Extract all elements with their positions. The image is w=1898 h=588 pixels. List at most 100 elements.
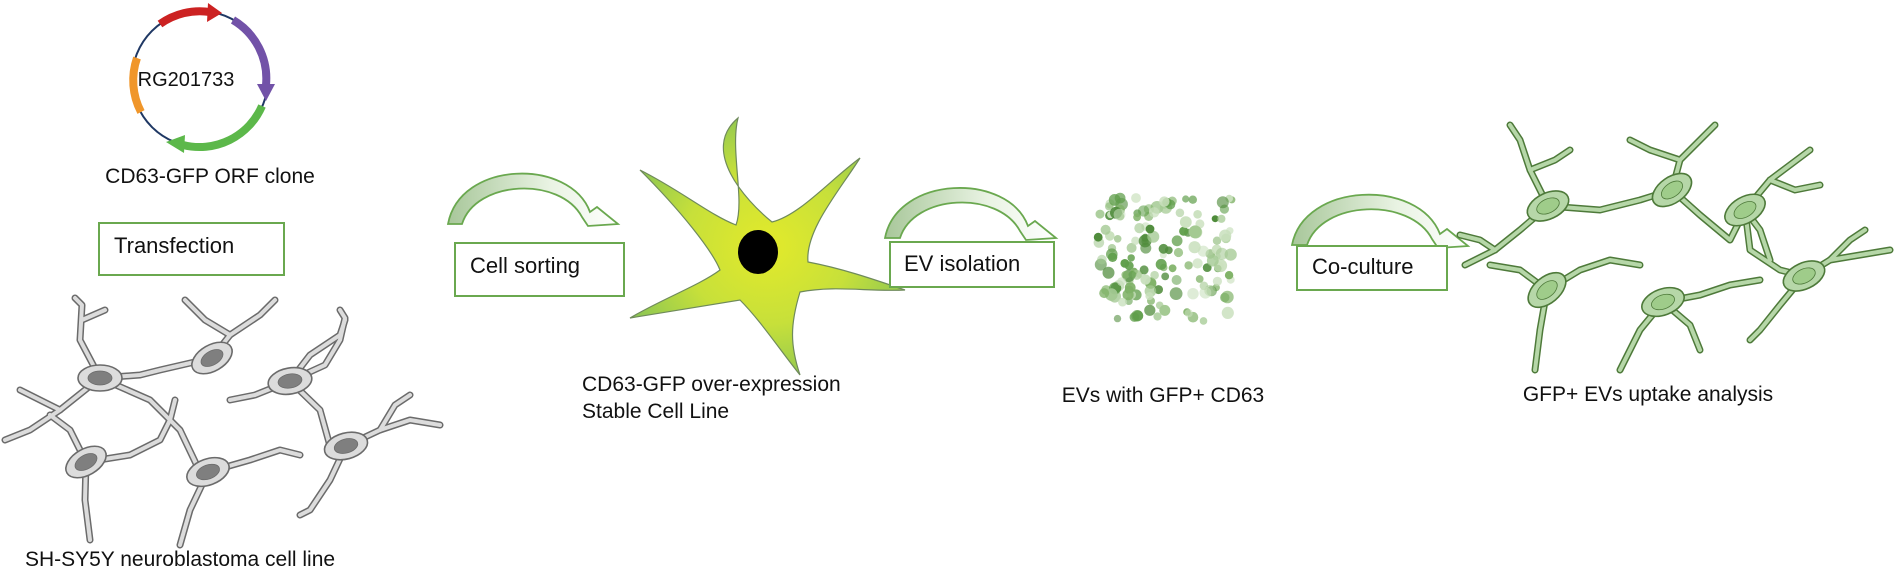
ev-particle <box>1140 242 1152 254</box>
ev-particle <box>1131 193 1141 203</box>
gfp-stable-cell: CD63-GFP over-expression Stable Cell Lin… <box>582 116 906 423</box>
neurite-fill <box>3 376 102 442</box>
ev-particle <box>1182 195 1190 203</box>
plasmid-segment-purple <box>230 16 271 86</box>
ev-particle <box>1097 254 1107 265</box>
ev-particle <box>1113 208 1126 221</box>
step-cell-sorting: Cell sorting <box>454 242 625 297</box>
transfection-box <box>98 222 285 276</box>
ev-particle <box>1108 194 1121 206</box>
neurite-fill <box>18 388 62 412</box>
neurite-fill <box>98 376 202 474</box>
uptake-caption: GFP+ EVs uptake analysis <box>1523 383 1773 406</box>
neuron-nucleus <box>277 373 303 389</box>
ev-particle <box>1100 224 1111 235</box>
ev-particle <box>1124 282 1136 293</box>
neurite-fill <box>1828 228 1867 262</box>
neurite-fill <box>378 393 412 432</box>
neurite-fill <box>1768 178 1822 192</box>
ev-particle <box>1149 207 1160 218</box>
neurite-fill <box>288 308 347 383</box>
neurite-fill <box>80 308 107 322</box>
step-ev-isolation: EV isolation <box>889 241 1055 288</box>
ev-particle <box>1140 274 1151 285</box>
neurite-fill <box>298 444 348 517</box>
curved-arrow-icon <box>883 187 1059 241</box>
neuron-nucleus <box>87 370 113 386</box>
plasmid-segment-orange <box>129 56 145 114</box>
neurite-fill <box>73 296 102 380</box>
neurite-fill <box>1528 148 1572 172</box>
arrow-ev-isolation <box>883 187 1059 241</box>
neuron-nucleus <box>1536 280 1558 300</box>
ev-particle <box>1184 261 1193 270</box>
ev-particle <box>1193 210 1202 219</box>
neurite-fill <box>1508 123 1550 208</box>
ev-particle <box>1199 286 1212 299</box>
ev-particle <box>1102 266 1115 279</box>
plasmid-segment-red <box>157 7 211 28</box>
ev-particle <box>1171 275 1182 285</box>
ev-particle <box>1216 196 1229 209</box>
ev-particle <box>1128 270 1137 279</box>
ev-particle <box>1153 312 1162 321</box>
ev-particle <box>1139 265 1149 275</box>
co-culture-box <box>1296 245 1448 291</box>
ev-particle <box>1179 226 1189 236</box>
cell-sorting-box <box>454 242 625 297</box>
plasmid-name: RG201733 <box>138 69 235 91</box>
ev-particle <box>1126 242 1137 253</box>
neuron-nucleus <box>74 453 98 471</box>
step-transfection: Transfection <box>98 222 285 276</box>
neuron-nucleus <box>1792 267 1816 285</box>
ev-particle <box>1188 225 1202 239</box>
ev-particle <box>1133 213 1141 222</box>
ev-particle <box>1224 271 1234 280</box>
ev-isolation-box <box>889 241 1055 288</box>
ev-particle <box>1121 271 1130 279</box>
neurite-fill <box>84 398 177 464</box>
ev-particle <box>1113 235 1122 243</box>
ev-particle <box>1129 312 1140 322</box>
plasmid-segment-green <box>182 104 266 151</box>
ev-particle <box>1159 196 1170 207</box>
shsy5y-caption: SH-SY5Y neuroblastoma cell line <box>25 548 335 571</box>
ev-particle <box>1188 241 1201 254</box>
ev-particle <box>1217 214 1226 223</box>
arrow-cell-sorting <box>446 172 621 227</box>
neurite-fill <box>1458 233 1497 252</box>
ev-particle <box>1179 216 1192 229</box>
plasmid-caption: CD63-GFP ORF clone <box>105 165 315 188</box>
ev-particle <box>1206 254 1219 267</box>
arrow-co-culture <box>1290 193 1471 249</box>
ev-particle <box>1215 247 1228 260</box>
ev-particle <box>1147 230 1160 243</box>
ev-particle <box>1195 275 1204 283</box>
ev-particle <box>1113 314 1122 323</box>
neuron-nucleus <box>200 349 224 367</box>
ev-particle <box>1224 248 1237 261</box>
stable-line-caption-2: Stable Cell Line <box>582 400 729 423</box>
neuron-nucleus <box>196 463 220 481</box>
curved-arrow-icon <box>1290 193 1471 249</box>
ev-particle <box>1221 306 1234 319</box>
ev-particle <box>1173 247 1184 258</box>
neuron-nucleus <box>1536 197 1560 215</box>
ev-particle <box>1212 276 1222 286</box>
ev-particle <box>1169 287 1183 300</box>
plasmid-arrowhead-red <box>207 3 222 22</box>
ev-particle <box>1134 223 1145 234</box>
ev-particle <box>1184 309 1193 318</box>
cell-sorting-label: Cell sorting <box>470 253 580 278</box>
ev-particle-field <box>1093 192 1237 325</box>
ev-particle <box>1161 272 1170 281</box>
ev-particle <box>1155 301 1164 310</box>
ev-particle <box>1120 259 1130 268</box>
ev-particle <box>1155 258 1167 270</box>
neuron-nucleus <box>1733 201 1757 219</box>
ev-particle <box>1145 292 1154 301</box>
ev-particle <box>1095 209 1105 219</box>
plasmid-map: RG201733 CD63-GFP ORF clone <box>105 3 315 188</box>
ev-particle <box>1188 195 1198 204</box>
